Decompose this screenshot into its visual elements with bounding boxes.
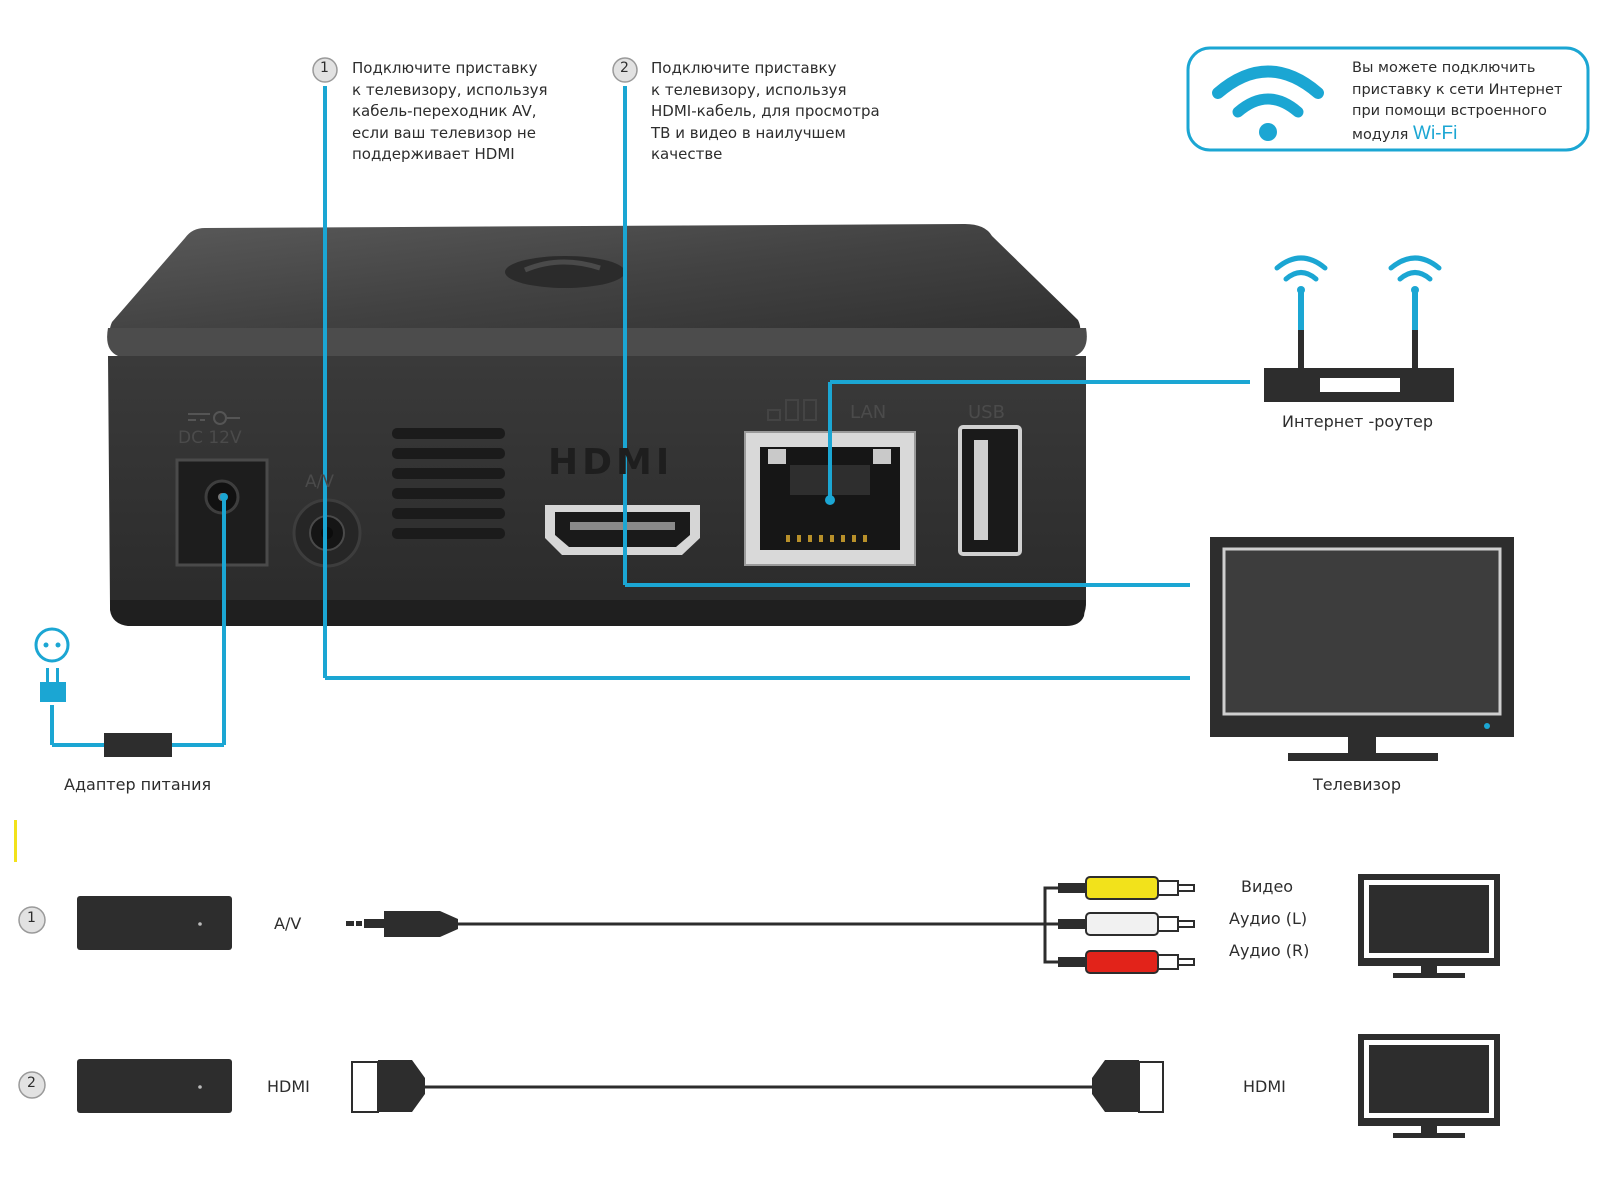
vent-grille bbox=[392, 428, 505, 539]
row1-audio-r-label: Аудио (R) bbox=[1229, 941, 1310, 960]
wifi-info-box bbox=[1186, 46, 1590, 152]
row1-audio-l-label: Аудио (L) bbox=[1229, 909, 1308, 928]
step2-line: качестве bbox=[651, 145, 723, 163]
step2-line: ТВ и видео в наилучшем bbox=[651, 123, 846, 142]
tv-label: Телевизор bbox=[1313, 775, 1401, 794]
set-top-box bbox=[107, 224, 1087, 626]
tv-small-icon-2 bbox=[1358, 1034, 1500, 1138]
port-label-hdmi: HDMI bbox=[548, 442, 674, 483]
wifi-icon bbox=[1212, 65, 1324, 118]
step1-marker-circle bbox=[312, 57, 338, 83]
step1-line: поддерживает HDMI bbox=[352, 145, 515, 163]
tv-small-icon-1 bbox=[1358, 874, 1500, 978]
step1-line: к телевизору, используя bbox=[352, 80, 548, 99]
power-adapter-icon bbox=[34, 627, 172, 757]
router-label: Интернет -роутер bbox=[1282, 412, 1433, 431]
step2-line: Подключите приставку bbox=[651, 59, 837, 77]
step2-line: HDMI-кабель, для просмотра bbox=[651, 102, 880, 120]
brand-logo bbox=[505, 256, 625, 288]
step2-marker-circle bbox=[612, 57, 638, 83]
row2-number: 2 bbox=[27, 1075, 36, 1091]
row1-video-label: Видео bbox=[1241, 877, 1294, 896]
row1-cable-label: A/V bbox=[274, 914, 302, 933]
step2-number: 2 bbox=[620, 60, 629, 76]
step1-line: если ваш телевизор не bbox=[352, 123, 536, 142]
step2-text: Подключите приставку к телевизору, испол… bbox=[651, 58, 880, 166]
row2-cable-right-label: HDMI bbox=[1243, 1077, 1286, 1096]
router-icon bbox=[1264, 255, 1454, 402]
connection-lines bbox=[50, 86, 1250, 747]
step1-line: Подключите приставку bbox=[352, 59, 538, 77]
wifi-line: при помощи встроенного bbox=[1352, 103, 1547, 119]
port-label-dc: DC 12V bbox=[178, 428, 242, 448]
wifi-line-last: модуля Wi-Fi bbox=[1352, 123, 1562, 147]
lan-port bbox=[744, 399, 916, 566]
usb-port bbox=[958, 425, 1022, 556]
rca-white-plug bbox=[1058, 912, 1195, 936]
av-jack-plug bbox=[346, 911, 458, 937]
wifi-line-prefix: модуля bbox=[1352, 126, 1409, 143]
row2-graphics bbox=[18, 1034, 1500, 1138]
wifi-line: приставку к сети Интернет bbox=[1352, 81, 1563, 98]
port-label-usb: USB bbox=[968, 402, 1005, 423]
step1-line: кабель-переходник AV, bbox=[352, 102, 537, 120]
row1-graphics bbox=[18, 874, 1500, 978]
port-label-lan: LAN bbox=[850, 402, 887, 423]
hdmi-plug-left bbox=[351, 1060, 425, 1113]
row1-number: 1 bbox=[27, 910, 36, 926]
row2-cable-left-label: HDMI bbox=[267, 1077, 310, 1096]
step2-line: к телевизору, используя bbox=[651, 80, 847, 99]
step1-text: Подключите приставку к телевизору, испол… bbox=[352, 58, 548, 166]
tv-icon bbox=[1210, 537, 1514, 761]
rca-yellow-plug bbox=[1058, 876, 1195, 900]
step1-number: 1 bbox=[320, 60, 329, 76]
wifi-highlight: Wi-Fi bbox=[1413, 122, 1458, 144]
wifi-line: Вы можете подключить bbox=[1352, 60, 1536, 76]
hdmi-plug-right bbox=[1092, 1060, 1164, 1113]
rca-red-plug bbox=[1058, 950, 1195, 974]
port-label-av: A/V bbox=[305, 472, 334, 492]
adapter-label: Адаптер питания bbox=[64, 775, 212, 794]
hdmi-port bbox=[545, 505, 700, 555]
wifi-box-text: Вы можете подключить приставку к сети Ин… bbox=[1352, 58, 1562, 146]
